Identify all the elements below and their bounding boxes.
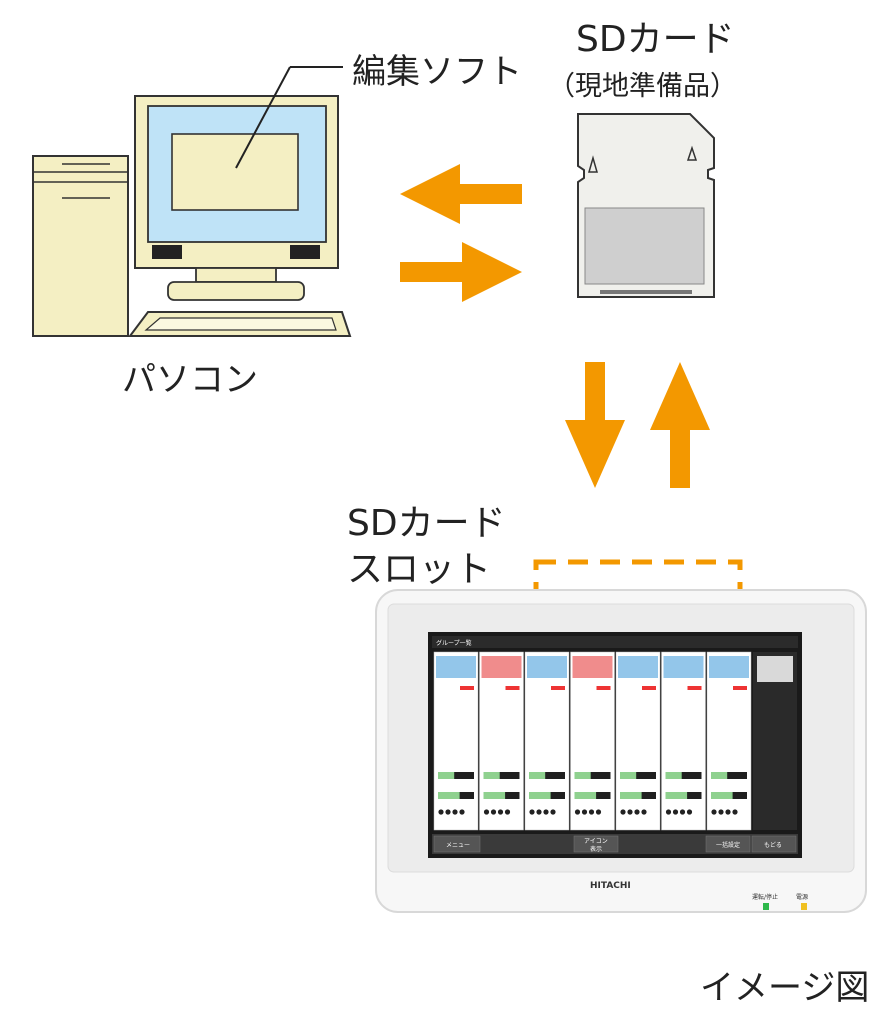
run-stop-label: 運転/停止 <box>752 893 778 901</box>
group-column <box>661 651 706 831</box>
icon-display-button-line1[interactable]: アイコン <box>584 838 608 845</box>
group-status-bar <box>505 686 520 690</box>
group-column <box>433 651 479 831</box>
group-meter-fill <box>665 772 682 779</box>
keyboard-icon <box>128 311 352 337</box>
group-mode-icon <box>445 809 451 815</box>
group-mode-icon <box>725 809 731 815</box>
group-mode-icon <box>574 809 581 815</box>
group-mode-icon <box>588 809 595 815</box>
group-header <box>709 656 749 678</box>
power-label: 電源 <box>796 893 808 901</box>
group-header <box>618 656 658 678</box>
power-led-icon <box>801 903 807 910</box>
group-column <box>479 651 524 831</box>
group-meter-fill <box>574 792 597 799</box>
brand-logo: HITACHI <box>590 881 631 891</box>
group-columns <box>433 651 752 831</box>
screen-title: グループ一覧 <box>436 639 472 647</box>
group-mode-icon <box>595 809 602 815</box>
group-mode-icon <box>665 809 672 815</box>
group-meter-fill <box>483 792 506 799</box>
group-mode-icon <box>679 809 686 815</box>
group-mode-icon <box>438 809 444 815</box>
sd-card-icon <box>577 113 715 298</box>
arrow-icon <box>565 362 710 488</box>
group-status-bar <box>687 686 702 690</box>
group-meter <box>711 772 747 779</box>
back-button[interactable]: もどる <box>764 841 782 849</box>
group-mode-icon <box>627 809 633 815</box>
group-mode-icon <box>732 809 738 815</box>
sd-card-label: SDカード <box>576 19 735 60</box>
slot-label-line1: SDカード <box>347 503 506 544</box>
group-mode-icon <box>497 809 504 815</box>
group-status-bar <box>642 686 656 690</box>
group-mode-icon <box>543 809 549 815</box>
icon-display-button-line2[interactable]: 表示 <box>590 845 602 853</box>
group-mode-icon <box>452 809 458 815</box>
pc-label: パソコン <box>122 360 258 400</box>
group-meter-fill <box>620 772 637 779</box>
group-header <box>663 656 704 678</box>
group-header <box>436 656 476 678</box>
group-meter <box>529 772 565 779</box>
group-mode-icon <box>672 809 679 815</box>
group-mode-icon <box>483 809 490 815</box>
group-mode-icon <box>641 809 647 815</box>
group-meter <box>483 772 520 779</box>
group-meter-fill <box>711 772 728 779</box>
group-mode-icon <box>620 809 626 815</box>
group-mode-icon <box>686 809 693 815</box>
group-meter-fill <box>711 792 733 799</box>
group-header <box>572 656 613 678</box>
group-mode-icon <box>459 809 465 815</box>
caption: イメージ図 <box>700 968 870 1008</box>
group-column <box>615 651 661 831</box>
pc-tower-icon <box>32 155 129 337</box>
group-meter-fill <box>620 792 642 799</box>
slot-label-line2: スロット <box>347 549 492 590</box>
group-meter-fill <box>529 772 546 779</box>
group-meter-fill <box>438 792 460 799</box>
group-mode-icon <box>711 809 717 815</box>
group-meter-fill <box>438 772 455 779</box>
group-meter <box>574 772 611 779</box>
batch-settings-button[interactable]: 一括設定 <box>716 841 740 849</box>
group-meter <box>620 772 656 779</box>
group-mode-icon <box>718 809 724 815</box>
group-mode-icon <box>581 809 588 815</box>
group-mode-icon <box>536 809 542 815</box>
group-header <box>481 656 522 678</box>
group-meter-fill <box>483 772 500 779</box>
group-mode-icon <box>550 809 556 815</box>
group-meter <box>665 772 702 779</box>
group-mode-icon <box>634 809 640 815</box>
group-mode-icon <box>529 809 535 815</box>
control-panel-device: グループ一覧 メニュー アイコン 表示 一括設定 もどる HITACHI 運転/… <box>375 589 867 913</box>
menu-button[interactable]: メニュー <box>446 842 470 849</box>
group-column <box>706 651 752 831</box>
group-meter-fill <box>665 792 688 799</box>
monitor-icon <box>134 66 343 301</box>
group-column <box>570 651 615 831</box>
software-label: 編集ソフト <box>352 52 522 92</box>
sd-card-note: （現地準備品） <box>548 71 737 102</box>
group-status-bar <box>733 686 747 690</box>
run-led-icon <box>763 903 769 910</box>
group-mode-icon <box>504 809 511 815</box>
group-meter <box>438 772 474 779</box>
group-header <box>527 656 567 678</box>
group-meter-fill <box>574 772 591 779</box>
arrow-icon <box>400 164 522 302</box>
group-mode-icon <box>490 809 497 815</box>
group-meter-fill <box>529 792 551 799</box>
group-column <box>524 651 570 831</box>
group-status-bar <box>460 686 474 690</box>
group-status-bar <box>551 686 565 690</box>
group-status-bar <box>596 686 611 690</box>
